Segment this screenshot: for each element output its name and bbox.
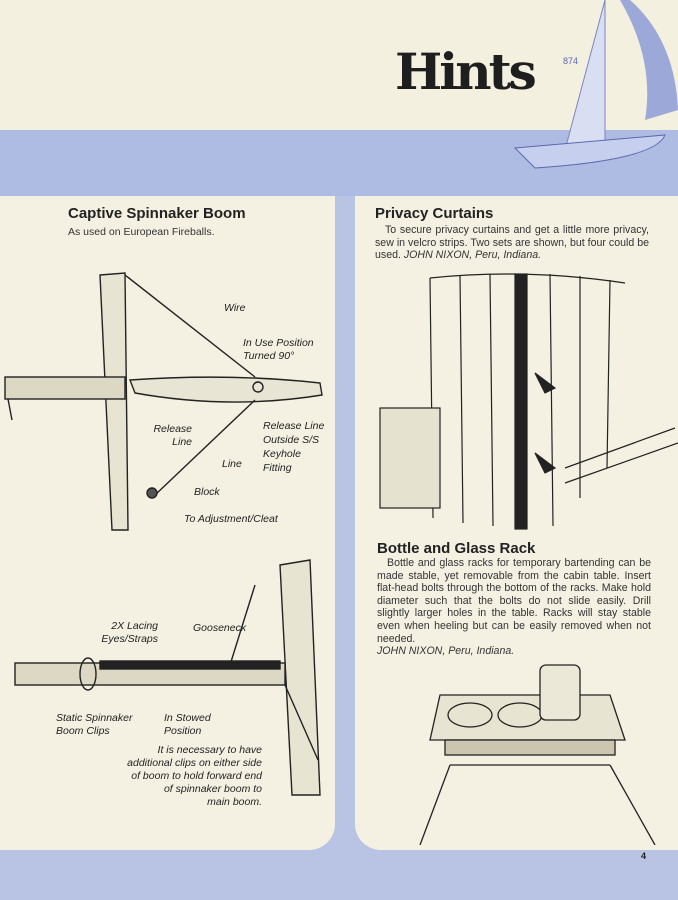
note-1: It is necessary to have — [157, 744, 262, 756]
header-area — [0, 0, 678, 130]
note-4: of spinnaker boom to — [163, 783, 262, 795]
privacy-text: To secure privacy curtains and get a lit… — [375, 224, 649, 262]
label-lacing-1: 2X Lacing — [111, 620, 158, 632]
bottle-rack-illustration — [419, 664, 656, 845]
label-in-use-1: In Use Position — [243, 337, 314, 349]
label-outside-4: Fitting — [263, 462, 292, 474]
captive-boom-diagram — [4, 272, 323, 531]
captive-spinnaker-subtitle: As used on European Fireballs. — [68, 226, 215, 238]
label-lacing-2: Eyes/Straps — [101, 633, 158, 645]
captive-spinnaker-title: Captive Spinnaker Boom — [68, 205, 246, 222]
privacy-curtains-illustration — [379, 273, 678, 530]
bottle-credit: JOHN NIXON, Peru, Indiana. — [377, 645, 515, 658]
svg-text:874: 874 — [563, 56, 578, 66]
bottle-rack-title: Bottle and Glass Rack — [377, 540, 536, 557]
privacy-curtains-title: Privacy Curtains — [375, 205, 494, 222]
label-block: Block — [194, 486, 220, 498]
label-release-1: Release — [153, 423, 192, 435]
privacy-credit: JOHN NIXON, Peru, Indiana. — [403, 249, 542, 262]
privacy-curtains-text: To secure privacy curtains and get a lit… — [375, 224, 649, 262]
label-outside-2: Outside S/S — [263, 434, 320, 446]
label-clips-1: Static Spinnaker — [56, 712, 133, 724]
label-outside-3: Keyhole — [263, 448, 301, 460]
bottle-text: Bottle and glass racks for temporary bar… — [377, 557, 651, 645]
captive-spinnaker-panel — [0, 196, 335, 850]
label-release-2: Line — [172, 436, 192, 448]
page-number: 4 — [641, 851, 647, 861]
note-5: main boom. — [207, 796, 262, 808]
label-gooseneck: Gooseneck — [193, 622, 247, 634]
bottle-rack-text: Bottle and glass racks for temporary bar… — [377, 557, 651, 658]
sailboat-illustration: 874 — [513, 0, 678, 169]
label-outside-1: Release Line — [263, 420, 325, 432]
label-stowed-2: Position — [164, 725, 202, 737]
page-title: Hints — [395, 42, 537, 101]
label-in-use-2: Turned 90° — [243, 350, 295, 362]
label-clips-2: Boom Clips — [56, 725, 110, 737]
label-adjust: To Adjustment/Cleat — [184, 513, 278, 525]
label-stowed-1: In Stowed — [164, 712, 211, 724]
note-3: of boom to hold forward end — [131, 770, 262, 782]
stowed-boom-diagram — [14, 559, 321, 796]
note-2: additional clips on either side — [127, 757, 262, 769]
label-wire: Wire — [224, 302, 246, 314]
label-line: Line — [222, 458, 242, 470]
